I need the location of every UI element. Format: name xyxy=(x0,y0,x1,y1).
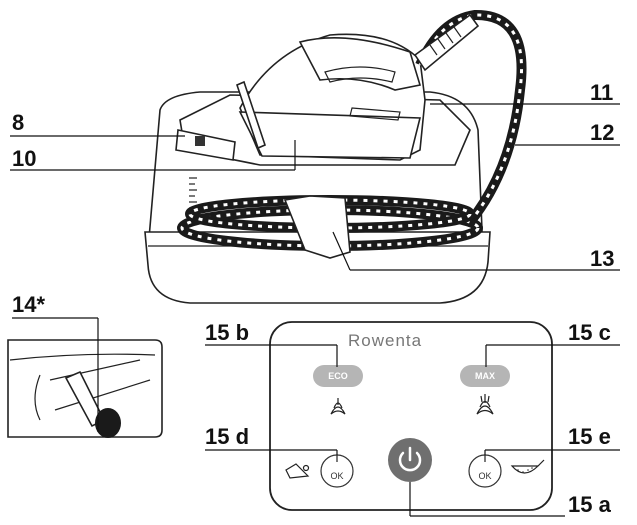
label-15c: 15 c xyxy=(568,320,611,345)
brand-logo: Rowenta xyxy=(348,331,422,350)
label-8: 8 xyxy=(12,110,24,135)
cord-storage-clip xyxy=(283,195,351,259)
side-control-window xyxy=(175,129,236,161)
iron-brand-label xyxy=(349,107,401,121)
label-11: 11 xyxy=(590,80,613,105)
max-button[interactable] xyxy=(460,365,510,387)
control-panel: Rowenta ECO MAX OK xyxy=(269,321,553,511)
eco-button-label: ECO xyxy=(328,371,348,381)
power-icon xyxy=(398,446,422,472)
cord-strain-relief xyxy=(413,13,480,72)
steam-high-icon xyxy=(476,394,494,415)
detail-14-inset xyxy=(7,339,163,438)
label-10: 10 xyxy=(12,146,36,171)
side-indicator xyxy=(195,136,205,146)
steam-low-icon xyxy=(330,398,346,415)
max-button-label: MAX xyxy=(475,371,495,381)
valve-cap-knob xyxy=(95,408,121,438)
label-15a: 15 a xyxy=(568,492,612,517)
ok-right-label: OK xyxy=(478,471,491,481)
steam-lever xyxy=(236,80,266,150)
label-15b: 15 b xyxy=(205,320,249,345)
label-15e: 15 e xyxy=(568,424,611,449)
power-button[interactable] xyxy=(388,438,432,482)
label-12: 12 xyxy=(590,120,614,145)
steam-generator-illustration xyxy=(144,9,527,304)
ok-right-button[interactable]: OK xyxy=(468,454,502,488)
ok-left-label: OK xyxy=(330,471,343,481)
iron-soleplate xyxy=(238,111,422,159)
descale-icon xyxy=(510,459,545,474)
label-14: 14* xyxy=(12,292,45,317)
label-15d: 15 d xyxy=(205,424,249,449)
steam-cord xyxy=(415,9,527,226)
iron-handle-grip xyxy=(324,66,396,83)
eco-button[interactable] xyxy=(313,365,363,387)
generator-base-tray xyxy=(144,231,491,304)
ok-left-button[interactable]: OK xyxy=(320,454,354,488)
cord-strain-relief-ridges xyxy=(429,26,462,56)
label-13: 13 xyxy=(590,246,614,271)
iron-handle xyxy=(298,36,422,91)
rinse-icon xyxy=(285,463,310,479)
